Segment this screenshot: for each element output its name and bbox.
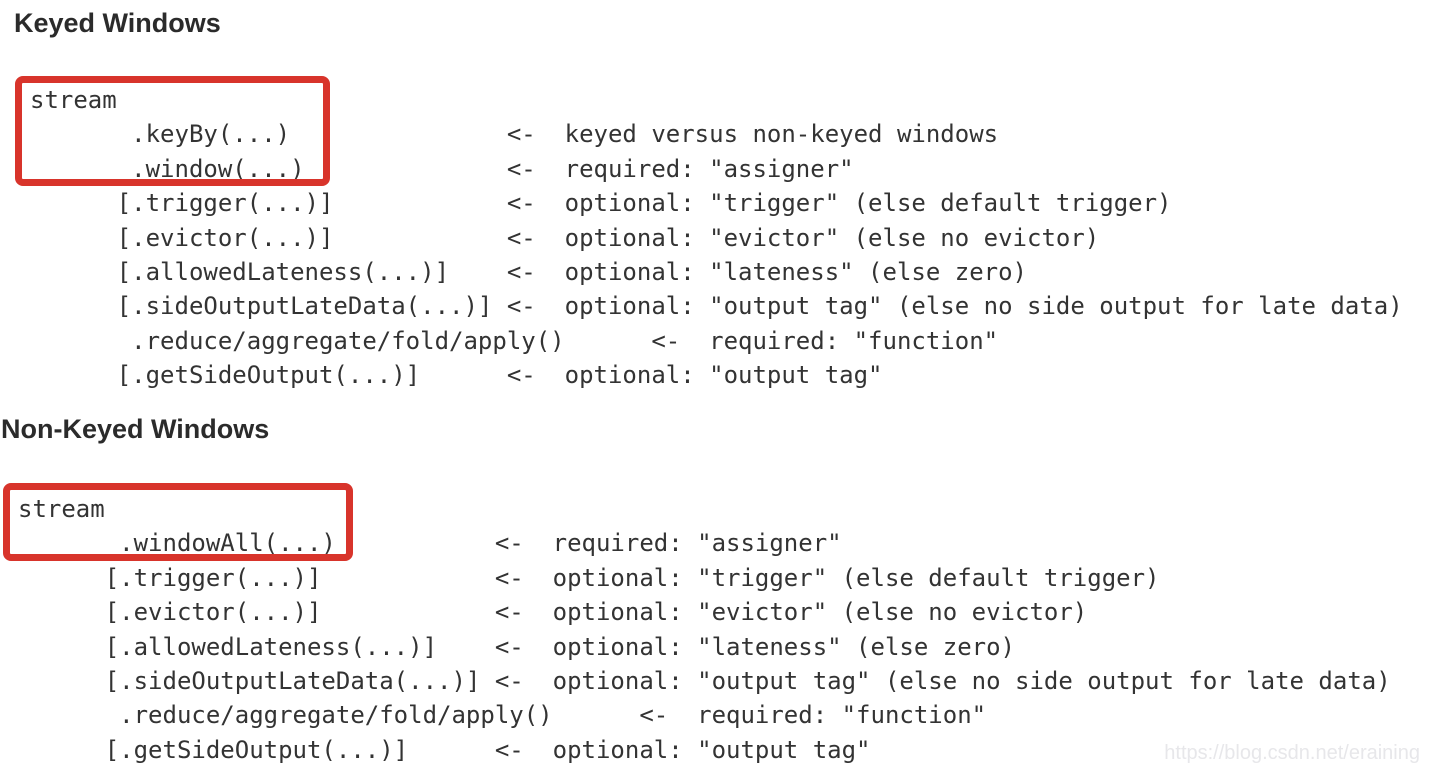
- non-keyed-windows-heading: Non-Keyed Windows: [1, 414, 270, 444]
- keyed-windows-code-block: stream .keyBy(...) <- keyed versus non-k…: [30, 86, 1403, 390]
- non-keyed-windows-code-block: stream .windowAll(...) <- required: "ass…: [18, 495, 1391, 764]
- watermark-url: https://blog.csdn.net/eraining: [1164, 742, 1420, 764]
- keyed-windows-heading: Keyed Windows: [14, 8, 221, 38]
